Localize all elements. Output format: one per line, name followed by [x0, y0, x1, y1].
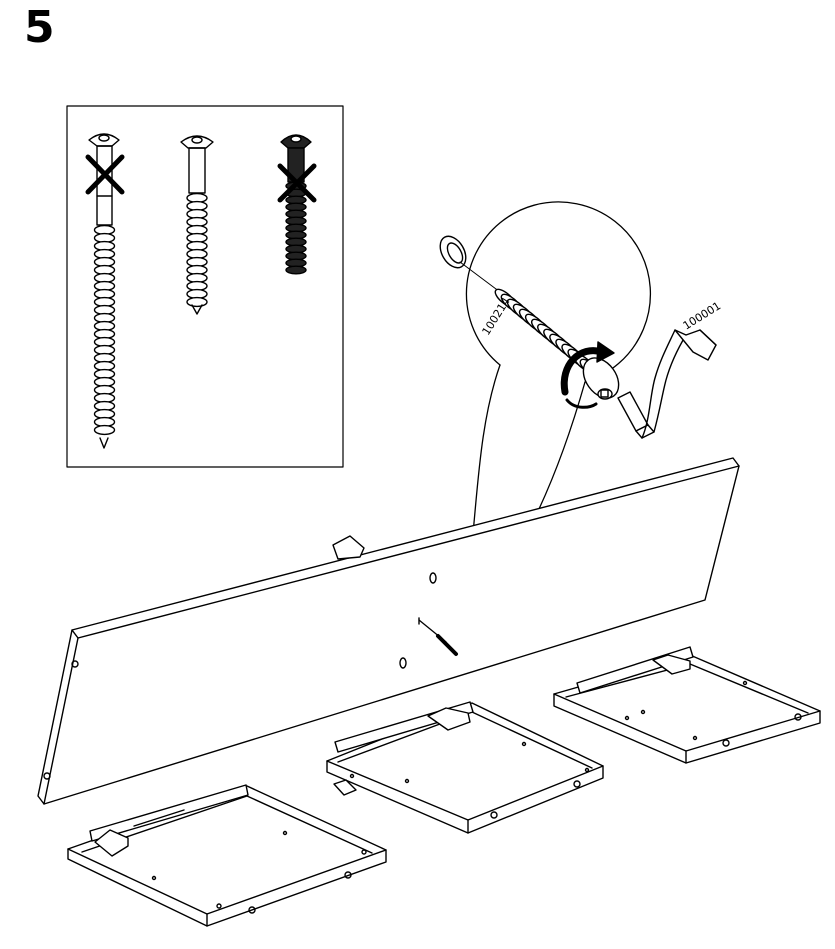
dark-screw-wrong	[281, 135, 311, 274]
screw-thread	[95, 426, 115, 435]
shelf-middle	[327, 702, 603, 833]
screw-thread	[286, 266, 306, 274]
allen-key	[618, 330, 716, 438]
shelf-right	[554, 647, 820, 763]
screw-part-label: 100214	[480, 295, 513, 338]
wrong-cross-icon	[88, 157, 122, 192]
shelf-left	[68, 785, 386, 926]
screw-comparison-panel	[67, 106, 343, 467]
screw-thread	[187, 298, 207, 307]
key-part-label: 100001	[681, 299, 724, 332]
correct-screw	[181, 136, 213, 314]
